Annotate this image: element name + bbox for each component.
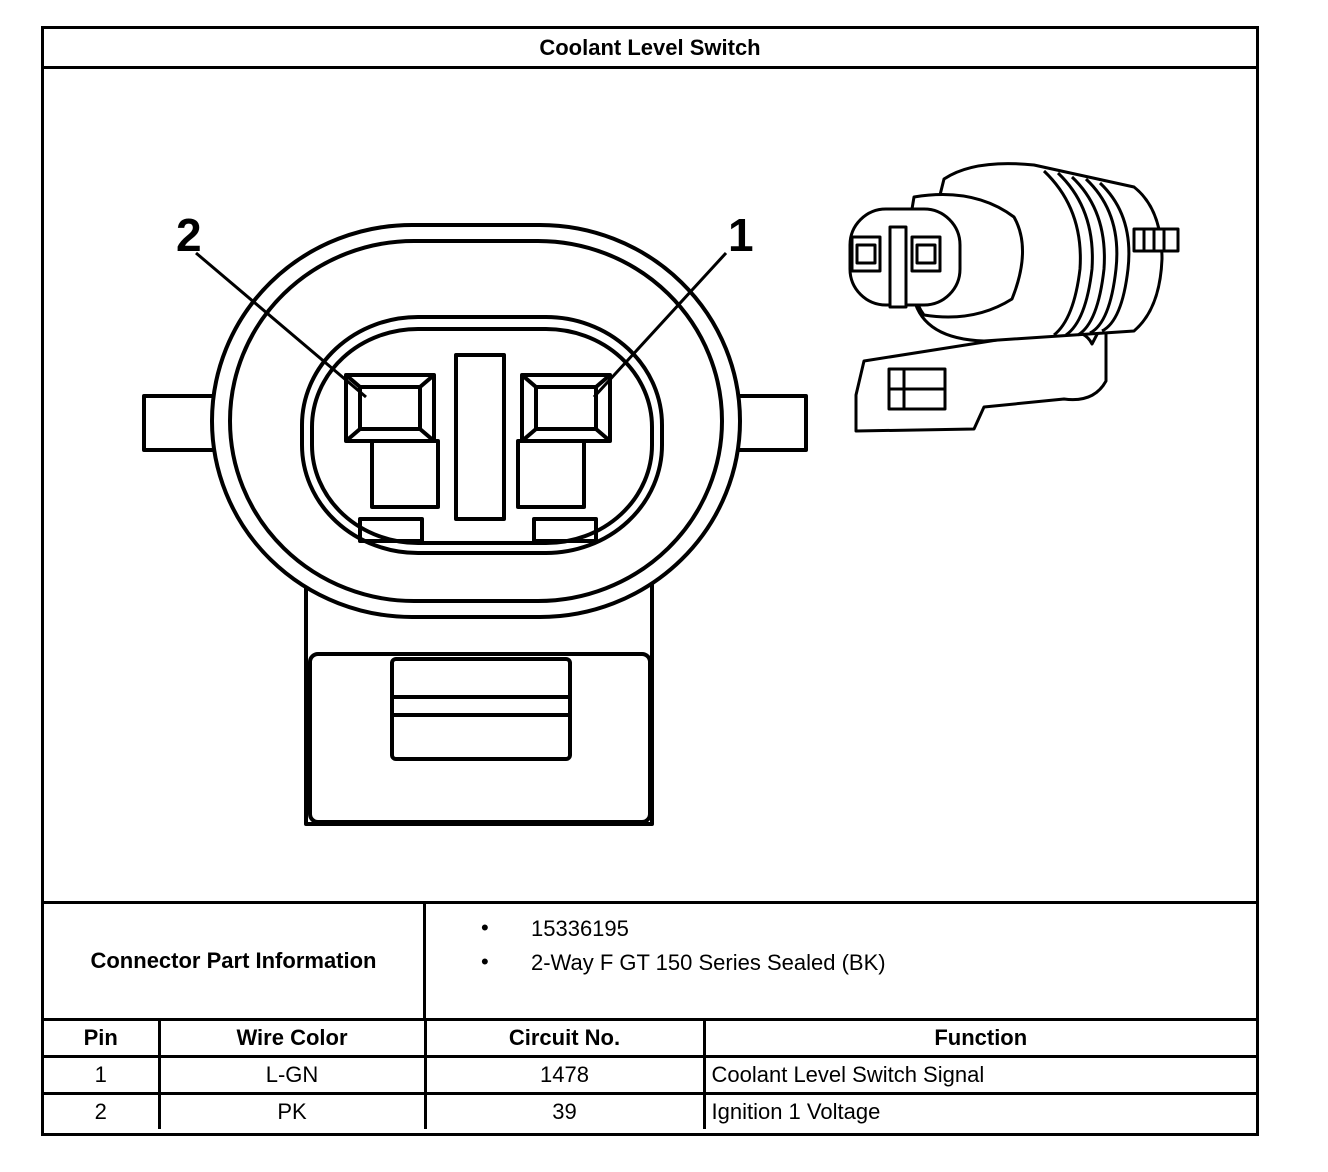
wire-color: L-GN xyxy=(157,1055,427,1095)
pin1-leader xyxy=(592,251,728,399)
diagram-title: Coolant Level Switch xyxy=(44,29,1256,69)
connector-isometric-view xyxy=(848,162,1180,433)
header-wire-color: Wire Color xyxy=(157,1018,427,1058)
latch-inner xyxy=(308,652,652,824)
wire-color: PK xyxy=(157,1092,427,1129)
pin-table: Pin Wire Color Circuit No. Function 1 L-… xyxy=(44,1018,1256,1129)
pin-function: Ignition 1 Voltage xyxy=(702,1092,1256,1129)
connector-info-list: • 15336195 • 2-Way F GT 150 Series Seale… xyxy=(426,904,1256,1018)
housing-ridge xyxy=(228,239,724,603)
header-circuit: Circuit No. xyxy=(423,1018,706,1058)
pin-function: Coolant Level Switch Signal xyxy=(702,1055,1256,1095)
part-number: 15336195 xyxy=(531,916,629,941)
connector-face-drawing: 2 1 xyxy=(142,162,1180,826)
bullet-icon: • xyxy=(481,915,489,940)
pin-number: 1 xyxy=(44,1055,161,1095)
left-tab xyxy=(142,394,218,452)
center-key xyxy=(454,353,506,521)
right-tab xyxy=(732,394,808,452)
pin2-leader xyxy=(195,251,367,399)
terminal-cavity xyxy=(300,315,664,555)
connector-part-info: Connector Part Information • 15336195 • … xyxy=(44,901,1256,1018)
pin2-label: 2 xyxy=(176,209,202,261)
connector-diagram-area: 2 1 xyxy=(44,69,1256,901)
bullet-icon: • xyxy=(481,949,489,974)
header-function: Function xyxy=(702,1018,1256,1058)
pin-number: 2 xyxy=(44,1092,161,1129)
connector-type: 2-Way F GT 150 Series Sealed (BK) xyxy=(531,950,886,975)
pin1-label: 1 xyxy=(728,209,754,261)
table-row: 1 L-GN 1478 Coolant Level Switch Signal xyxy=(44,1055,1256,1095)
circuit-number: 1478 xyxy=(423,1055,706,1095)
connector-info-label: Connector Part Information xyxy=(44,904,426,1018)
connector-frame: Coolant Level Switch xyxy=(41,26,1259,1136)
circuit-number: 39 xyxy=(423,1092,706,1129)
latch-window xyxy=(390,657,572,761)
pin-table-header: Pin Wire Color Circuit No. Function xyxy=(44,1018,1256,1058)
header-pin: Pin xyxy=(44,1018,161,1058)
table-row: 2 PK 39 Ignition 1 Voltage xyxy=(44,1092,1256,1129)
